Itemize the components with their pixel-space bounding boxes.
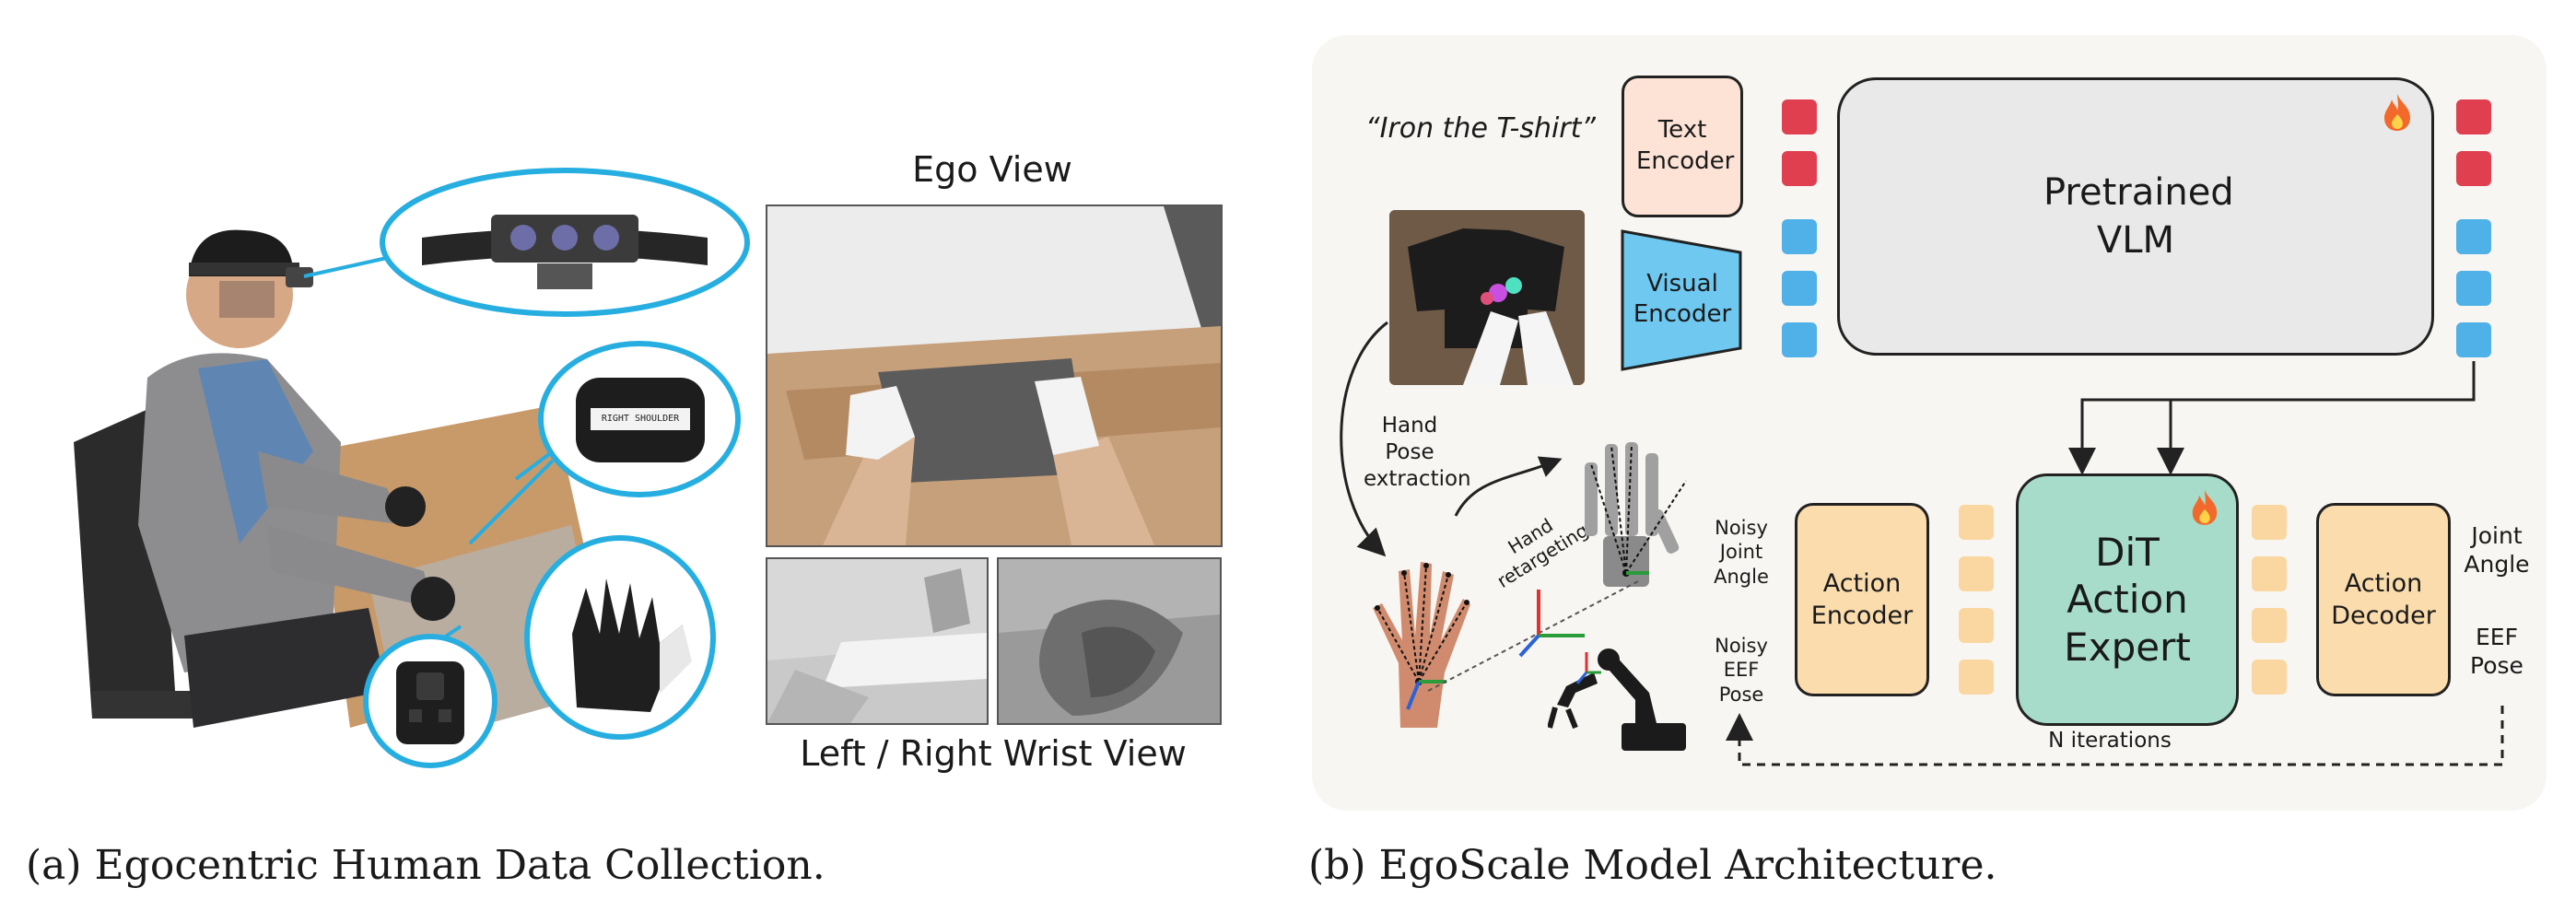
left-wrist-view-image xyxy=(766,557,989,725)
action-token xyxy=(1959,608,1994,643)
caption-b: (b) EgoScale Model Architecture. xyxy=(1308,842,1997,889)
eef-pose-label: EEF Pose xyxy=(2470,624,2523,680)
wrist-view-title: Left / Right Wrist View xyxy=(800,733,1187,774)
visual-token xyxy=(1782,219,1817,254)
robot-arm-icon xyxy=(1548,648,1686,751)
vlm-output-token xyxy=(2456,271,2491,306)
noisy-joint-angle-label: Noisy Joint Angle xyxy=(1714,517,1769,588)
action-token xyxy=(1959,660,1994,695)
retargeting-frames xyxy=(1427,579,1641,692)
hand-pose-extraction-label: Hand Pose extraction xyxy=(1364,414,1471,491)
caption-a: (a) Egocentric Human Data Collection. xyxy=(26,842,825,889)
action-encoder-box: Action Encoder xyxy=(1795,503,1929,696)
noisy-eef-pose-label: Noisy EEF Pose xyxy=(1715,635,1768,706)
joint-angle-label: Joint Angle xyxy=(2464,522,2530,578)
action-decoder-box: Action Decoder xyxy=(2316,503,2451,696)
vlm-output-token xyxy=(2456,322,2491,357)
action-token xyxy=(1959,556,1994,591)
action-token xyxy=(2252,608,2287,643)
n-iterations-label: N iterations xyxy=(2048,729,2172,753)
action-token xyxy=(2252,556,2287,591)
instruction-text: “Iron the T-shirt” xyxy=(1365,112,1596,145)
vlm-label: Pretrained VLM xyxy=(2043,171,2234,262)
visual-token xyxy=(1782,322,1817,357)
right-wrist-view-image xyxy=(997,557,1222,725)
robot-hand-icon xyxy=(1585,442,1687,587)
text-token xyxy=(1782,151,1817,186)
glove-oval-callout xyxy=(524,535,716,740)
ego-view-image xyxy=(766,204,1223,547)
input-observation-image xyxy=(1389,210,1585,385)
shoulder-tracker-oval-callout: RIGHT SHOULDER xyxy=(538,341,741,497)
headset-oval-callout xyxy=(380,168,750,317)
visual-encoder-label: Visual Encoder xyxy=(1633,270,1732,328)
action-token xyxy=(1959,505,1994,540)
action-token xyxy=(2252,505,2287,540)
panel-a-collection: RIGHT SHOULDER Ego View xyxy=(26,149,1223,889)
vlm-output-token xyxy=(2456,219,2491,254)
vlm-output-token xyxy=(2456,151,2491,186)
text-encoder-box: Text Encoder xyxy=(1622,76,1743,217)
visual-encoder-box xyxy=(1621,229,1742,371)
shoulder-tracker-device: RIGHT SHOULDER xyxy=(576,378,705,462)
shoulder-tag-label: RIGHT SHOULDER xyxy=(591,408,690,430)
flame-icon xyxy=(2384,94,2410,131)
human-hand-keypoints-illustration xyxy=(1373,562,1470,728)
action-encoder-label: Action Encoder xyxy=(1810,568,1914,630)
text-token xyxy=(1782,99,1817,134)
ego-view-title: Ego View xyxy=(912,149,1072,190)
wrist-camera-oval-callout xyxy=(363,634,498,768)
dit-action-expert-label: DiT Action Expert xyxy=(2064,530,2191,670)
action-decoder-label: Action Decoder xyxy=(2331,568,2436,630)
action-token xyxy=(2252,660,2287,695)
text-encoder-label: Text Encoder xyxy=(1636,116,1735,175)
vlm-output-token xyxy=(2456,99,2491,134)
visual-token xyxy=(1782,271,1817,306)
pretrained-vlm-box: Pretrained VLM xyxy=(1837,77,2434,356)
flame-icon xyxy=(2192,490,2218,525)
